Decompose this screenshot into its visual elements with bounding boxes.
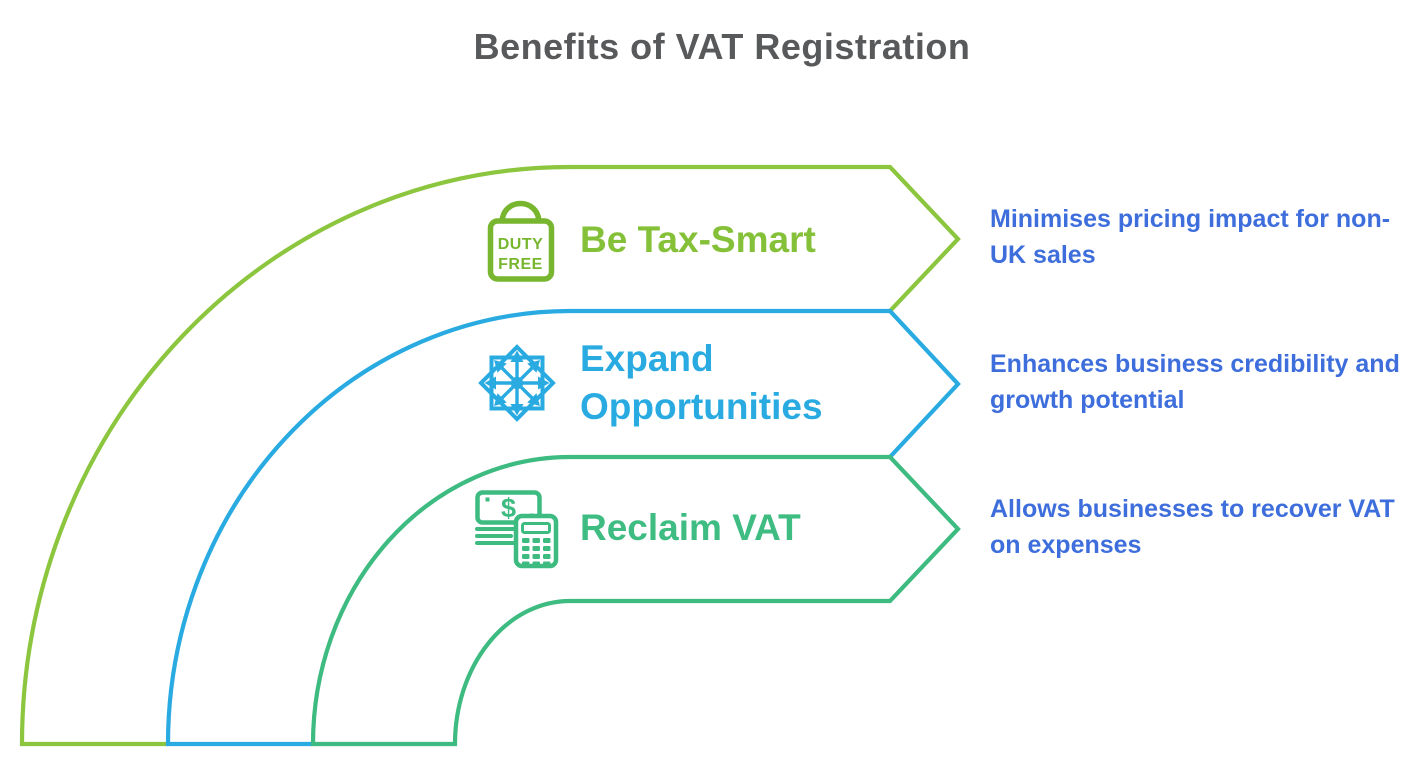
expand-arrow-s xyxy=(508,387,526,418)
band-description-tax-smart: Minimises pricing impact for non-UK sale… xyxy=(990,205,1391,269)
expand-arrow-n xyxy=(508,348,526,379)
page-title: Benefits of VAT Registration xyxy=(473,26,971,67)
expand-arrow-w xyxy=(482,374,513,392)
expand-arrow-e xyxy=(521,374,552,392)
band-label-reclaim-vat: Reclaim VAT xyxy=(580,507,801,548)
band-arc-blue xyxy=(165,308,961,747)
band-arc-teal xyxy=(310,454,961,747)
band-description-expand: Enhances business credibility and growth… xyxy=(990,350,1400,414)
dollar-sign: $ xyxy=(501,493,516,523)
duty-free-text-line2: FREE xyxy=(498,256,543,273)
duty-free-text-line1: DUTY xyxy=(498,236,544,253)
band-label-expand-opportunities: Expand Opportunities xyxy=(580,338,823,427)
expand-arrows-icon xyxy=(478,344,556,422)
calculator-buttons xyxy=(522,538,551,567)
band-label-be-tax-smart: Be Tax-Smart xyxy=(580,219,816,260)
duty-free-bag-icon: DUTY FREE xyxy=(487,200,555,282)
band-description-reclaim: Allows businesses to recover VAT on expe… xyxy=(990,495,1395,559)
money-calculator-icon: $ xyxy=(475,490,559,569)
band-arc-green xyxy=(19,164,961,747)
